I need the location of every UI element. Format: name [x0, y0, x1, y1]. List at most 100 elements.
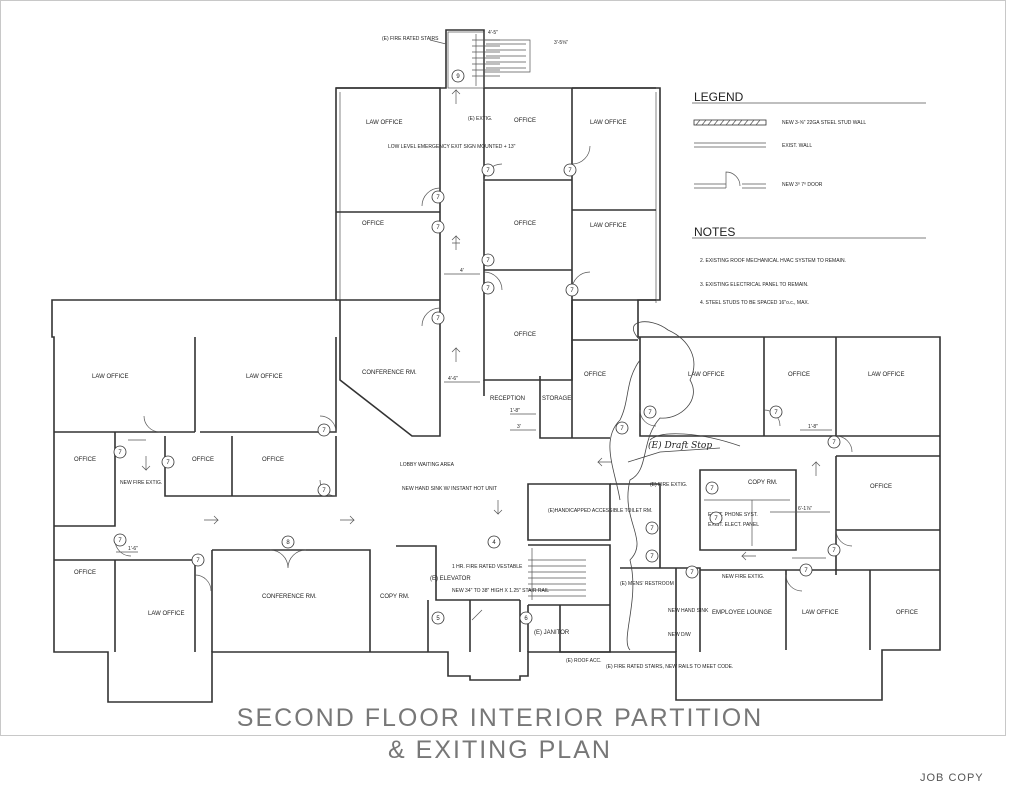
svg-text:7: 7 — [648, 410, 652, 416]
door-tag: 7 — [317, 483, 331, 497]
room-label: OFFICE — [262, 457, 284, 463]
svg-text:7: 7 — [568, 168, 572, 174]
svg-text:7: 7 — [650, 526, 654, 532]
callout-roof-acc: (E) ROOF ACC. — [566, 658, 602, 664]
room-label: LOBBY WAITING AREA — [400, 462, 455, 468]
room-label: OFFICE — [584, 372, 606, 378]
door-tag: 7 — [827, 435, 841, 449]
room-label: LAW OFFICE — [868, 372, 904, 378]
door-tag: 7 — [705, 481, 719, 495]
callout-stairs-rails: (E) FIRE RATED STAIRS, NEW RAILS TO MEET… — [606, 664, 733, 670]
svg-text:7: 7 — [196, 558, 200, 564]
room-label: OFFICE — [514, 221, 536, 227]
room-label: (E) JANITOR — [534, 630, 570, 636]
svg-text:7: 7 — [832, 440, 836, 446]
legend: LEGEND NEW 3-⅝" 22GA STEEL STUD WALL EXI… — [692, 90, 926, 189]
callout-fire-stairs: (E) FIRE RATED STAIRS — [382, 36, 439, 42]
door-tag: 7 — [827, 543, 841, 557]
legend-swatch-door — [694, 171, 766, 189]
callout-hand-sink: NEW HAND SINK W/ INSTANT HOT UNIT — [402, 486, 497, 492]
svg-text:7: 7 — [322, 428, 326, 434]
room-label: CONFERENCE RM. — [262, 594, 317, 600]
svg-text:7: 7 — [832, 548, 836, 554]
door-tag: 7 — [645, 549, 659, 563]
svg-text:4'-6": 4'-6" — [448, 376, 458, 382]
door-tag: 7 — [481, 253, 495, 267]
svg-text:7: 7 — [118, 538, 122, 544]
room-label: LAW OFFICE — [92, 374, 128, 380]
drawing-title-line1: SECOND FLOOR INTERIOR PARTITION — [236, 704, 764, 732]
door-tag: 7 — [643, 405, 657, 419]
legend-heading: LEGEND — [694, 90, 744, 104]
svg-text:7: 7 — [486, 168, 490, 174]
room-label: STORAGE — [542, 396, 571, 402]
legend-item: NEW 3-⅝" 22GA STEEL STUD WALL — [782, 120, 866, 126]
note-item: 3. EXISTING ELECTRICAL PANEL TO REMAIN. — [700, 282, 809, 288]
svg-text:4': 4' — [460, 268, 464, 274]
room-label: EMPLOYEE LOUNGE — [712, 610, 772, 616]
room-labels: LAW OFFICE OFFICE LAW OFFICE OFFICE OFFI… — [74, 118, 918, 636]
legend-swatch-new-wall — [693, 119, 767, 126]
door-tag: 4 — [487, 535, 501, 549]
svg-text:6'-1⅞": 6'-1⅞" — [798, 506, 812, 512]
svg-text:7: 7 — [690, 570, 694, 576]
door-tag: 7 — [565, 283, 579, 297]
room-label: LAW OFFICE — [688, 372, 724, 378]
callout-phone: EXIST. PHONE SYST. — [708, 512, 758, 518]
svg-text:6: 6 — [524, 616, 528, 622]
svg-text:7: 7 — [710, 486, 714, 492]
svg-text:3': 3' — [517, 424, 521, 430]
callout-draft-stop: (E) Draft Stop — [648, 440, 712, 451]
room-label: OFFICE — [896, 610, 918, 616]
sheet-border — [0, 0, 1006, 736]
callout-new-fire-exting-right: NEW FIRE EXTIG. — [722, 574, 764, 580]
callout-new-dw: NEW D/W — [668, 632, 691, 638]
door-tag: 7 — [563, 163, 577, 177]
room-label: (E) ELEVATOR — [430, 576, 471, 582]
room-label: RECEPTION — [490, 396, 525, 402]
door-tag: 7 — [431, 220, 445, 234]
room-label: (E) MENS' RESTROOM — [620, 581, 674, 587]
door-tag: 7 — [481, 281, 495, 295]
note-item: 2. EXISTING ROOF MECHANICAL HVAC SYSTEM … — [700, 258, 846, 264]
callout-exit-sign: LOW LEVEL EMERGENCY EXIT SIGN MOUNTED + … — [388, 144, 516, 150]
svg-text:1'-6": 1'-6" — [128, 546, 138, 552]
exit-arrows — [141, 89, 821, 621]
room-label: OFFICE — [788, 372, 810, 378]
door-tag: 7 — [645, 521, 659, 535]
callout-stair-rail: NEW 34" TO 38" HIGH X 1.25" STAIR RAIL — [452, 588, 549, 594]
svg-text:7: 7 — [166, 460, 170, 466]
room-label: OFFICE — [362, 221, 384, 227]
door-tag: 7 — [769, 405, 783, 419]
callout-new-fire-exting: NEW FIRE EXTIG. — [120, 480, 162, 486]
svg-text:7: 7 — [570, 288, 574, 294]
notes-heading: NOTES — [694, 225, 735, 239]
room-label: CONFERENCE RM. — [362, 370, 417, 376]
door-tag: 7 — [113, 533, 127, 547]
room-label: LAW OFFICE — [148, 611, 184, 617]
room-label: OFFICE — [74, 457, 96, 463]
svg-text:7: 7 — [714, 516, 718, 522]
svg-text:7: 7 — [804, 568, 808, 574]
door-tag: 7 — [191, 553, 205, 567]
svg-text:1'-8": 1'-8" — [510, 408, 520, 414]
note-item: 4. STEEL STUDS TO BE SPACED 16"o.c., MAX… — [700, 300, 809, 306]
door-tag: 8 — [281, 535, 295, 549]
legend-item: EXIST. WALL — [782, 143, 812, 149]
room-label: COPY RM. — [380, 594, 410, 600]
callout-elect: EXIST. ELECT. PANEL — [708, 522, 759, 528]
svg-text:7: 7 — [486, 258, 490, 264]
dimension-lines: 4' 4'-6" 1'-8" 3' 1'-8" 6'-1⅞" 1'-6" 4'-… — [116, 30, 832, 559]
room-label: LAW OFFICE — [590, 223, 626, 229]
room-label: OFFICE — [192, 457, 214, 463]
room-label: LAW OFFICE — [802, 610, 838, 616]
svg-text:4: 4 — [492, 540, 496, 546]
job-copy-stamp: JOB COPY — [920, 772, 984, 784]
callout-fire-exting: (E) FIRE EXTIG. — [650, 482, 687, 488]
door-tag: 7 — [431, 311, 445, 325]
door-tag: 7 — [317, 423, 331, 437]
svg-text:5: 5 — [436, 616, 440, 622]
door-swings — [114, 145, 853, 592]
svg-text:7: 7 — [436, 225, 440, 231]
svg-text:7: 7 — [620, 426, 624, 432]
